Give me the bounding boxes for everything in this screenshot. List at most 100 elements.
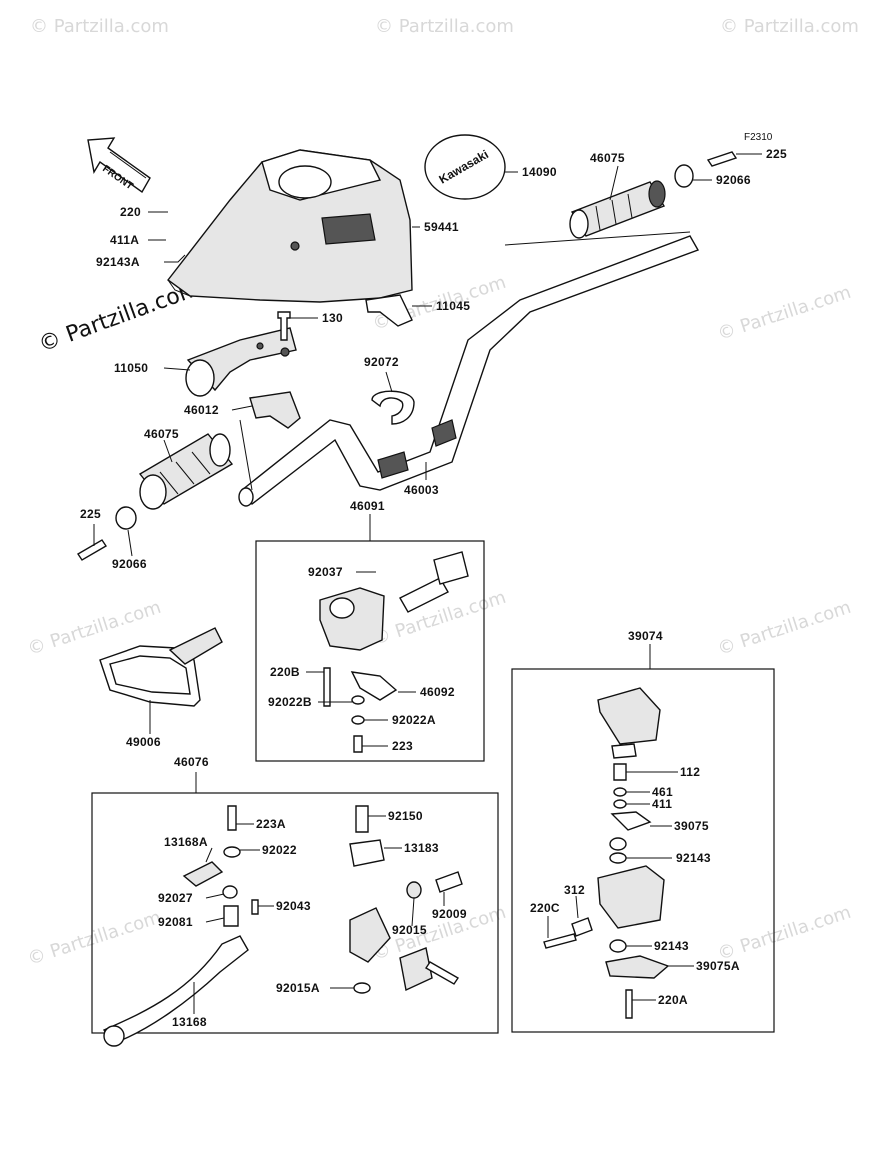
part-label: 225	[766, 147, 787, 161]
bolt-right	[706, 151, 738, 167]
part-label: 46076	[174, 755, 209, 769]
watermark-text: © Partzilla.com	[375, 16, 514, 37]
part-label: 11045	[436, 299, 470, 313]
right-grip-part	[569, 180, 666, 239]
part-label: 92022A	[392, 713, 436, 727]
lever-holder-part	[349, 907, 391, 963]
part-label: 220A	[658, 993, 688, 1007]
holder-part	[185, 327, 297, 397]
part-label: 92022	[262, 843, 297, 857]
nut-312	[571, 917, 593, 937]
handlebar-part	[238, 235, 700, 507]
adjuster-92015	[406, 881, 422, 899]
left-switch-housing-part	[319, 551, 469, 701]
part-label: 411A	[110, 233, 139, 247]
bracket-13183	[349, 839, 385, 867]
part-label: 11050	[114, 361, 148, 375]
part-label: 220C	[530, 901, 560, 915]
part-label: 92037	[308, 565, 343, 579]
part-label: 92143A	[96, 255, 140, 269]
part-label: 220	[120, 205, 141, 219]
part-label: 92027	[158, 891, 193, 905]
throttle-assembly-box	[511, 668, 775, 1033]
nut-92015a	[353, 982, 371, 994]
part-label: 411	[652, 797, 672, 811]
pin-92043	[251, 899, 259, 915]
meter-cover-part	[167, 149, 413, 303]
diagram-code: F2310	[744, 132, 773, 143]
watermark-text: © Partzilla.com	[25, 907, 164, 970]
watermark-text: © Partzilla.com	[715, 282, 854, 345]
part-label: 92066	[112, 557, 147, 571]
bar-end-weight-left	[115, 506, 137, 530]
part-label: 13168	[172, 1015, 207, 1029]
part-label: 92009	[432, 907, 467, 921]
throttle-case-part	[597, 865, 665, 929]
part-label: 461	[652, 785, 673, 799]
part-label: 312	[564, 883, 585, 897]
watermark-text: © Partzilla.com	[30, 16, 169, 37]
part-label: 46075	[590, 151, 625, 165]
lever-cover-part	[99, 627, 223, 707]
part-label: 92143	[654, 939, 689, 953]
clamp-part	[371, 390, 415, 425]
part-label: 130	[322, 311, 343, 325]
part-label: 92043	[276, 899, 311, 913]
part-label: 39074	[628, 629, 663, 643]
screw-220a	[625, 989, 633, 1019]
part-label: 46091	[350, 499, 385, 513]
nut-92027	[222, 885, 238, 899]
clamp-bolt	[425, 961, 459, 985]
part-label: 92150	[388, 809, 423, 823]
part-label: 13183	[404, 841, 439, 855]
watermark-text: © Partzilla.com	[720, 16, 859, 37]
washer-92022a	[351, 715, 365, 725]
bolt-130	[277, 311, 291, 341]
part-label: 39075	[674, 819, 709, 833]
part-label: 112	[680, 765, 700, 779]
part-label: 92081	[158, 915, 193, 929]
throttle-lever-39075a	[605, 955, 670, 979]
part-label: 220B	[270, 665, 300, 679]
part-label: 46003	[404, 483, 439, 497]
lever-assembly-box	[91, 792, 499, 1034]
part-label: 59441	[424, 220, 459, 234]
throttle-cover-part	[597, 687, 661, 745]
spring-92143	[609, 837, 627, 851]
screw-112	[613, 763, 627, 781]
part-label: 46012	[184, 403, 219, 417]
leader-lines	[93, 153, 762, 1014]
part-labels: 220 411A 92143A 59441 14090 46075 92066 …	[80, 147, 787, 1029]
part-label: 92072	[364, 355, 399, 369]
part-label: 223	[392, 739, 413, 753]
watermark-text: © Partzilla.com	[715, 597, 854, 660]
screw-220c	[543, 933, 577, 949]
washer-461	[613, 787, 627, 797]
part-label: 92015A	[276, 981, 320, 995]
guide-line	[504, 231, 691, 246]
bar-end-weight-right	[674, 164, 694, 188]
part-label: 39075A	[696, 959, 740, 973]
part-label: 92015	[392, 923, 427, 937]
part-label: 92022B	[268, 695, 312, 709]
part-label: 223A	[256, 817, 286, 831]
screw-223	[353, 735, 363, 753]
bracket-part	[365, 294, 413, 327]
part-label: 14090	[522, 165, 557, 179]
clutch-lever-part	[103, 861, 249, 1047]
cap-part	[611, 743, 637, 759]
part-label: 46075	[144, 427, 179, 441]
left-grip-part	[138, 433, 234, 510]
front-arrow-icon: FRONT	[87, 137, 151, 194]
screw-223a	[227, 805, 237, 831]
washer-92022	[223, 846, 241, 858]
part-label: 92143	[676, 851, 711, 865]
lever-clamp-part	[399, 947, 433, 992]
watermark-text: © Partzilla.com	[715, 902, 854, 965]
handlebar-holder-part	[249, 391, 301, 429]
part-label: 225	[80, 507, 101, 521]
bolt-92150	[355, 805, 369, 833]
spring-92143b	[609, 939, 627, 953]
screw-220b	[323, 667, 331, 707]
